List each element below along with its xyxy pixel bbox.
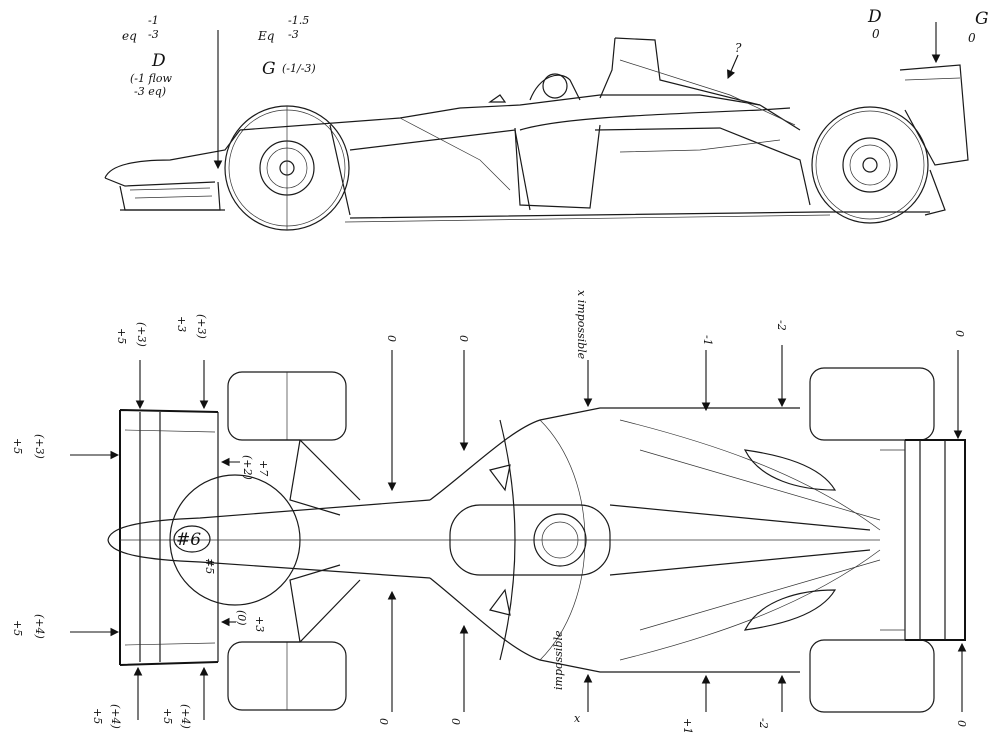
eq-left-label: eq [122,29,137,43]
top-front-left-wheel [227,371,347,441]
top-rear-right-wheel [809,639,935,713]
g-right-val: 0 [968,31,976,45]
fw-side-bot-paren: (+4) [33,614,46,639]
eq-mid-num: -1.5 [288,14,309,27]
g-sub: (-1/-3) [282,62,316,75]
fw-top-b: +3 [175,316,188,332]
fw-side-top-paren: (+3) [33,434,46,459]
minus-two-bot: -2 [757,718,770,729]
eq-left-den: -3 [148,28,159,41]
car-number-label: #6 [176,530,201,550]
car-number-b: #5 [203,558,216,574]
top-view-annotations: +5 (+3) +3 (+3) +5 (+3) +5 (+4) +5 (+4) … [11,290,968,734]
side-rear-wheel [811,106,929,224]
zero-rear-bot: 0 [955,720,968,727]
d-sub2: -3 eq) [134,85,166,98]
fw-bot-a-paren: (+4) [109,704,122,729]
d-letter: D [151,51,166,71]
fw-side-top: +5 [11,438,24,454]
fw-bot-b-paren: (+4) [179,704,192,729]
eq-left-num: -1 [148,14,159,27]
impossible-bot-x: x [574,712,581,725]
minus-one-top: -1 [701,335,714,346]
zero-d: 0 [449,718,462,725]
top-view-car [107,367,966,713]
fw-bot-a: +5 [91,708,104,724]
side-front-wheel [224,105,350,231]
plus-one-bot: +1 [681,718,694,734]
d-right-val: 0 [872,27,880,41]
inner-top: (+2) [241,455,254,480]
impossible-top: x impossible [575,290,588,360]
zero-b: 0 [457,335,470,342]
inner-top-b: +7 [257,460,270,476]
side-view-car [104,37,969,231]
fw-bot-b: +5 [161,708,174,724]
zero-c: 0 [377,718,390,725]
fw-top-a: +5 [115,328,128,344]
eq-mid-label: Eq [257,29,275,43]
top-front-right-wheel [227,641,347,711]
zero-a: 0 [385,335,398,342]
top-rear-left-wheel [809,367,935,441]
question-mark: ? [735,41,742,55]
minus-two-top: -2 [775,320,788,331]
fw-side-bot: +5 [11,620,24,636]
zero-rear-top: 0 [953,330,966,337]
eq-mid-den: -3 [288,28,299,41]
g-letter: G [262,59,276,79]
fw-top-b-paren: (+3) [195,314,208,339]
inner-bot-b: +3 [253,616,266,632]
d-sub: (-1 flow [130,72,172,85]
inner-bot: (0) [235,610,248,626]
side-view-annotations: eq -1 -3 D (-1 flow -3 eq) Eq -1.5 -3 G … [122,7,989,170]
g-right-letter: G [975,9,989,29]
fw-top-a-paren: (+3) [135,322,148,347]
d-right-letter: D [867,7,882,27]
impossible-bot: impossible [552,630,565,690]
